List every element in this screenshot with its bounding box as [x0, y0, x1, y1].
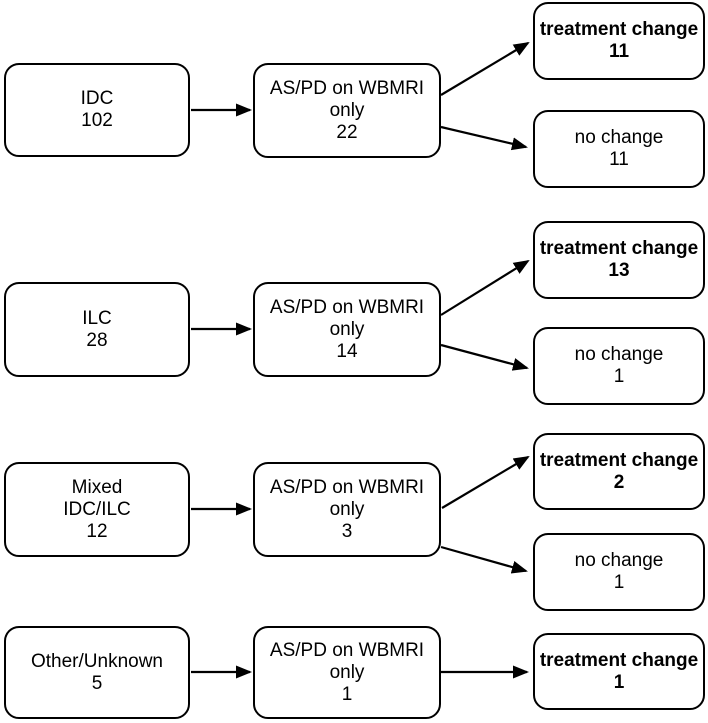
idc-treatment-change-box: treatment change 11 [533, 2, 705, 80]
outcome-count: 1 [613, 671, 625, 693]
ilc-label: ILC [82, 307, 112, 329]
arrow-ilc-filter-to-no-change [440, 343, 529, 371]
mixed-count: 12 [86, 520, 108, 542]
mixed-label-line2: IDC/ILC [63, 498, 131, 520]
idc-aspd-wbmri-box: AS/PD on WBMRI only 22 [253, 63, 441, 158]
other-aspd-wbmri-box: AS/PD on WBMRI only 1 [253, 626, 441, 719]
arrow-idc-filter-to-treatment-change [440, 41, 530, 96]
filter-count: 3 [341, 520, 353, 542]
mixed-aspd-wbmri-box: AS/PD on WBMRI only 3 [253, 462, 441, 557]
filter-label-line1: AS/PD on WBMRI [269, 296, 425, 318]
outcome-label: treatment change [539, 449, 699, 471]
idc-no-change-box: no change 11 [533, 110, 705, 188]
outcome-label: no change [574, 550, 664, 571]
mixed-treatment-change-box: treatment change 2 [533, 433, 705, 510]
ilc-aspd-wbmri-box: AS/PD on WBMRI only 14 [253, 282, 441, 377]
ilc-no-change-box: no change 1 [533, 327, 705, 405]
outcome-label: treatment change [539, 238, 699, 259]
other-label: Other/Unknown [30, 650, 163, 672]
filter-count: 22 [336, 121, 358, 143]
outcome-label: no change [574, 344, 664, 365]
outcome-label: treatment change [539, 19, 699, 40]
filter-label-line1: AS/PD on WBMRI [269, 77, 425, 99]
filter-label-line2: only [329, 318, 365, 340]
filter-label-line1: AS/PD on WBMRI [269, 476, 425, 498]
filter-label-line1: AS/PD on WBMRI [269, 639, 425, 661]
filter-label-line2: only [329, 661, 365, 683]
idc-label: IDC [80, 88, 114, 109]
ilc-box: ILC 28 [4, 282, 190, 377]
other-unknown-box: Other/Unknown 5 [4, 626, 190, 719]
outcome-label: treatment change [539, 649, 699, 671]
outcome-count: 13 [608, 260, 630, 281]
other-count: 5 [91, 672, 103, 694]
arrow-idc-filter-to-no-change [440, 125, 528, 151]
mixed-label-line1: Mixed [71, 476, 123, 498]
ilc-treatment-change-box: treatment change 13 [533, 221, 705, 299]
outcome-count: 1 [613, 572, 625, 593]
idc-count: 102 [81, 110, 113, 131]
other-treatment-change-box: treatment change 1 [533, 633, 705, 710]
filter-count: 14 [336, 340, 358, 362]
outcome-count: 1 [613, 366, 625, 387]
arrow-mixed-filter-to-treatment-change [441, 455, 530, 509]
idc-box: IDC 102 [4, 63, 190, 157]
filter-count: 1 [341, 683, 353, 705]
outcome-count: 11 [608, 41, 630, 62]
outcome-label: no change [574, 127, 664, 148]
outcome-count: 11 [609, 149, 629, 170]
outcome-count: 2 [613, 471, 625, 493]
filter-label-line2: only [329, 498, 365, 520]
arrow-mixed-filter-to-no-change [440, 545, 528, 574]
mixed-no-change-box: no change 1 [533, 533, 705, 611]
filter-label-line2: only [329, 99, 365, 121]
mixed-idc-ilc-box: Mixed IDC/ILC 12 [4, 462, 190, 557]
ilc-count: 28 [86, 329, 108, 351]
arrow-ilc-filter-to-treatment-change [440, 259, 530, 316]
